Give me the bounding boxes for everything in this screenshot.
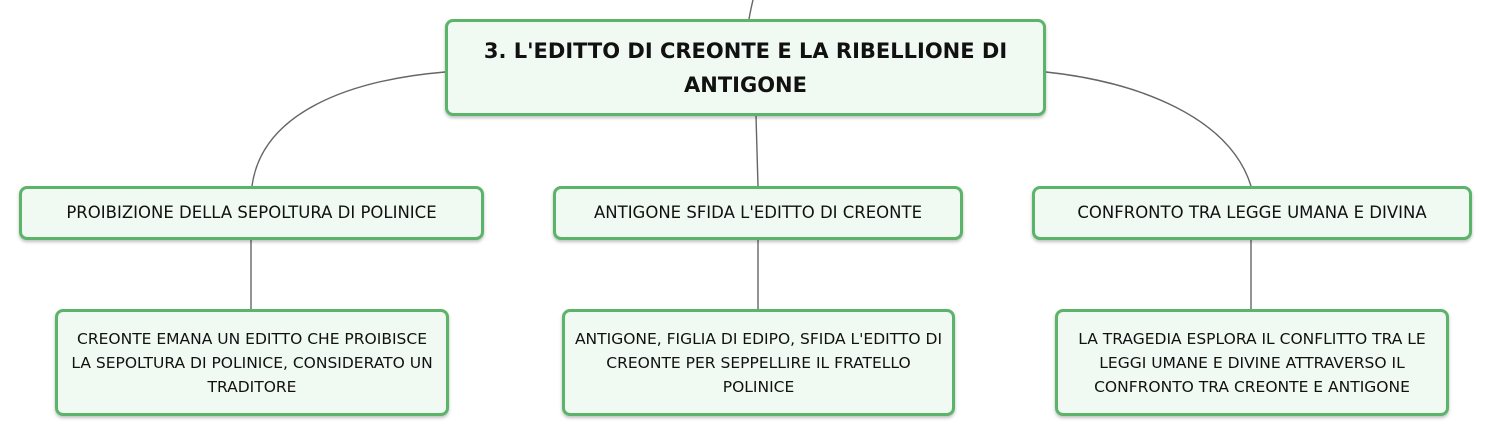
central-topic-node[interactable]: 3. L'EDITTO DI CREONTE E LA RIBELLIONE D… <box>445 19 1046 116</box>
topic-label: PROIBIZIONE DELLA SEPOLTURA DI POLINICE <box>66 203 437 222</box>
topic-antigone-sfida[interactable]: ANTIGONE SFIDA L'EDITTO DI CREONTE <box>553 186 963 240</box>
central-topic-title: 3. L'EDITTO DI CREONTE E LA RIBELLIONE D… <box>483 38 1008 97</box>
connector-root-to-sfida <box>755 115 759 187</box>
subtopic-text: LA TRAGEDIA ESPLORA IL CONFLITTO TRA LE … <box>1078 329 1426 396</box>
topic-confronto-leggi[interactable]: CONFRONTO TRA LEGGE UMANA E DIVINA <box>1032 186 1472 240</box>
connector-parent-to-root <box>748 0 754 20</box>
connector-root-to-sepoltura <box>251 71 446 187</box>
subtopic-text: CREONTE EMANA UN EDITTO CHE PROIBISCE LA… <box>71 329 433 396</box>
connector-root-to-confronto <box>1045 71 1252 187</box>
topic-label: ANTIGONE SFIDA L'EDITTO DI CREONTE <box>593 203 923 222</box>
subtopic-antigone-figlia-edipo[interactable]: ANTIGONE, FIGLIA DI EDIPO, SFIDA L'EDITT… <box>562 309 955 416</box>
topic-proibizione-sepoltura[interactable]: PROIBIZIONE DELLA SEPOLTURA DI POLINICE <box>19 186 484 240</box>
subtopic-tragedia-conflitto[interactable]: LA TRAGEDIA ESPLORA IL CONFLITTO TRA LE … <box>1055 309 1449 416</box>
topic-label: CONFRONTO TRA LEGGE UMANA E DIVINA <box>1077 203 1427 222</box>
subtopic-text: ANTIGONE, FIGLIA DI EDIPO, SFIDA L'EDITT… <box>574 329 943 396</box>
subtopic-editto-creonte[interactable]: CREONTE EMANA UN EDITTO CHE PROIBISCE LA… <box>55 309 449 416</box>
